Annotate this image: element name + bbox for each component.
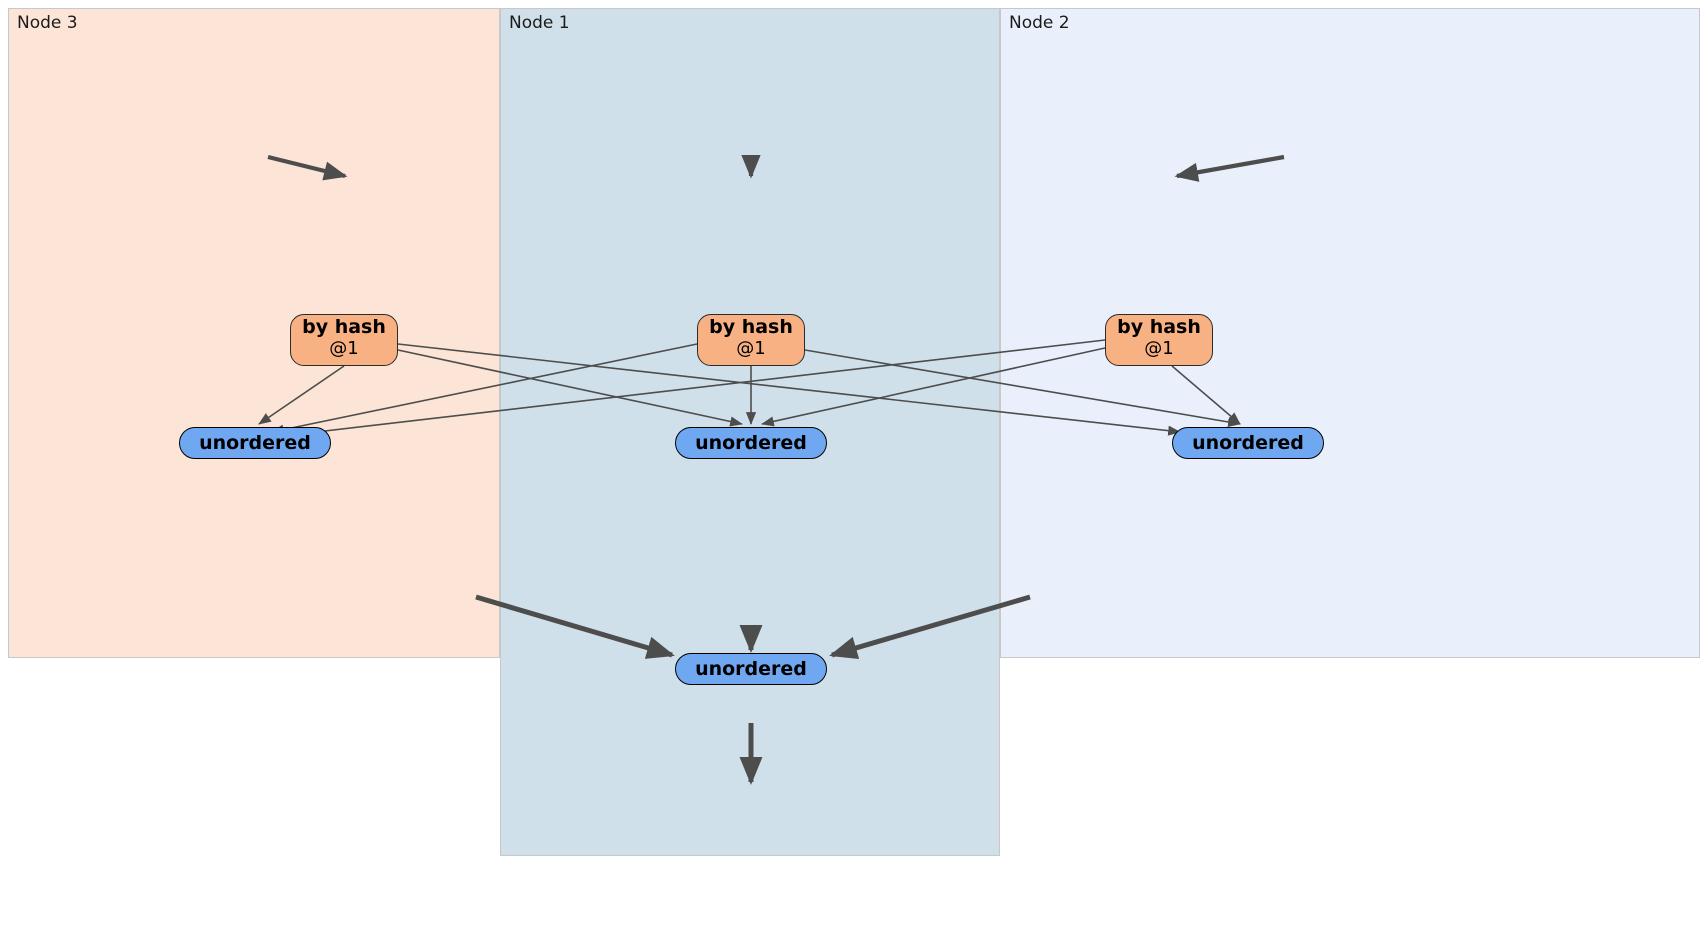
router-title: by hash [1117,316,1201,338]
router-column: @1 [736,337,766,359]
router-title: by hash [709,316,793,338]
synchronizer-sync7[interactable]: unordered [179,427,331,459]
router-byhash5[interactable]: by hash@1 [1105,314,1213,366]
router-column: @1 [329,337,359,359]
node-label-node2: Node 2 [1009,13,1070,33]
node-panel-node3: Node 3 [8,8,500,658]
router-column: @1 [1144,337,1174,359]
synchronizer-sync8[interactable]: unordered [1172,427,1324,459]
synchronizer-sync6[interactable]: unordered [675,427,827,459]
node-label-node3: Node 3 [17,13,78,33]
router-title: by hash [302,316,386,338]
node-label-node1: Node 1 [509,13,570,33]
router-byhash3[interactable]: by hash@1 [697,314,805,366]
synchronizer-sync9[interactable]: unordered [675,653,827,685]
router-byhash4[interactable]: by hash@1 [290,314,398,366]
